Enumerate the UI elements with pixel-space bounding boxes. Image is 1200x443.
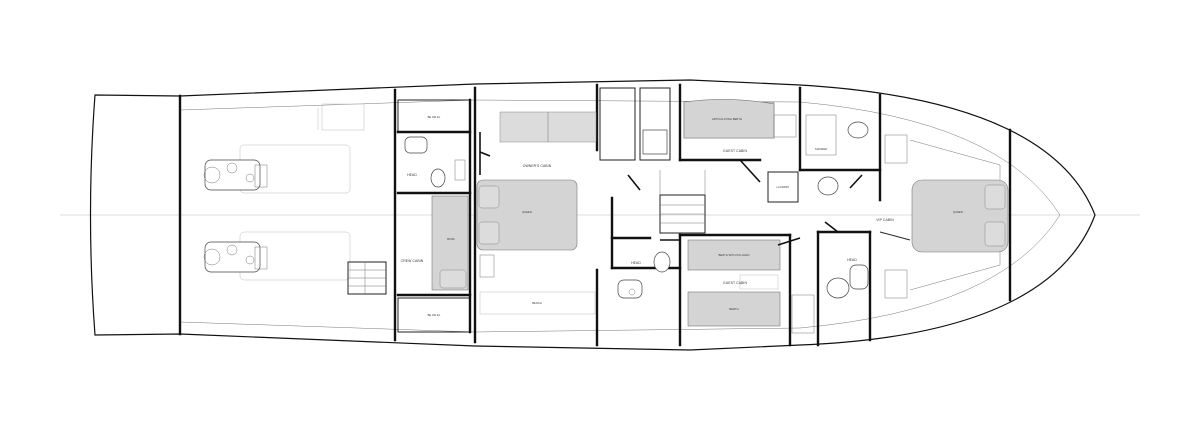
label-vip-bed: QUEEN bbox=[953, 210, 963, 214]
label-crew-cabin: CREW CABIN bbox=[401, 259, 424, 263]
vip-bed bbox=[911, 179, 1009, 253]
fwd-head-toilet bbox=[826, 277, 850, 299]
label-bench: BENCH bbox=[532, 301, 542, 305]
hull-outline bbox=[89, 79, 1096, 351]
center-head bbox=[610, 233, 682, 347]
label-storage-bottom: BE AW EL bbox=[428, 313, 441, 317]
central-lobby bbox=[599, 87, 706, 270]
guest-lower-berth-upper bbox=[687, 239, 781, 271]
guest-cabin-lower bbox=[678, 233, 815, 347]
label-guest-upper-berth: ARTICULATING BERTH bbox=[712, 117, 742, 121]
label-owners-bed: QUEEN bbox=[522, 210, 532, 214]
crew-area bbox=[347, 98, 472, 334]
crew-head-toilet bbox=[430, 168, 446, 188]
label-storage-top: BE AW EL bbox=[428, 115, 441, 119]
forward-services bbox=[767, 86, 882, 347]
fwd-head-sink bbox=[849, 264, 869, 290]
label-guest-cabin-lower: GUEST CABIN bbox=[723, 281, 747, 285]
owners-bed bbox=[476, 179, 578, 251]
label-head-fwd: HEAD bbox=[847, 258, 857, 262]
engine-starboard bbox=[203, 144, 351, 194]
vip-cabin bbox=[879, 134, 1009, 299]
guest-lower-berth bbox=[687, 291, 781, 327]
label-vip-cabin: VIP CABIN bbox=[876, 218, 894, 222]
crew-head-sink bbox=[404, 136, 428, 154]
label-head-center: HEAD bbox=[631, 261, 641, 265]
label-owners-cabin: OWNER'S CABIN bbox=[523, 164, 552, 168]
label-laundry: LAUNDRY bbox=[776, 185, 789, 189]
label-guest-cabin-upper: GUEST CABIN bbox=[723, 149, 747, 153]
engine-port bbox=[203, 231, 351, 281]
label-head-crew: HEAD bbox=[407, 173, 417, 177]
owners-cabin bbox=[473, 83, 599, 347]
guest-cabin-upper bbox=[678, 83, 797, 183]
label-crew-bunk: BUNK bbox=[447, 237, 455, 241]
laundry-unit bbox=[767, 171, 799, 203]
label-shower: SHOWER bbox=[815, 147, 827, 151]
label-guest-lower-note: BERTH WITH PULLMAN bbox=[719, 253, 750, 257]
generator bbox=[321, 103, 365, 131]
hull-sheer-line bbox=[179, 99, 1061, 333]
label-guest-lower-berth: BERTH bbox=[729, 307, 738, 311]
